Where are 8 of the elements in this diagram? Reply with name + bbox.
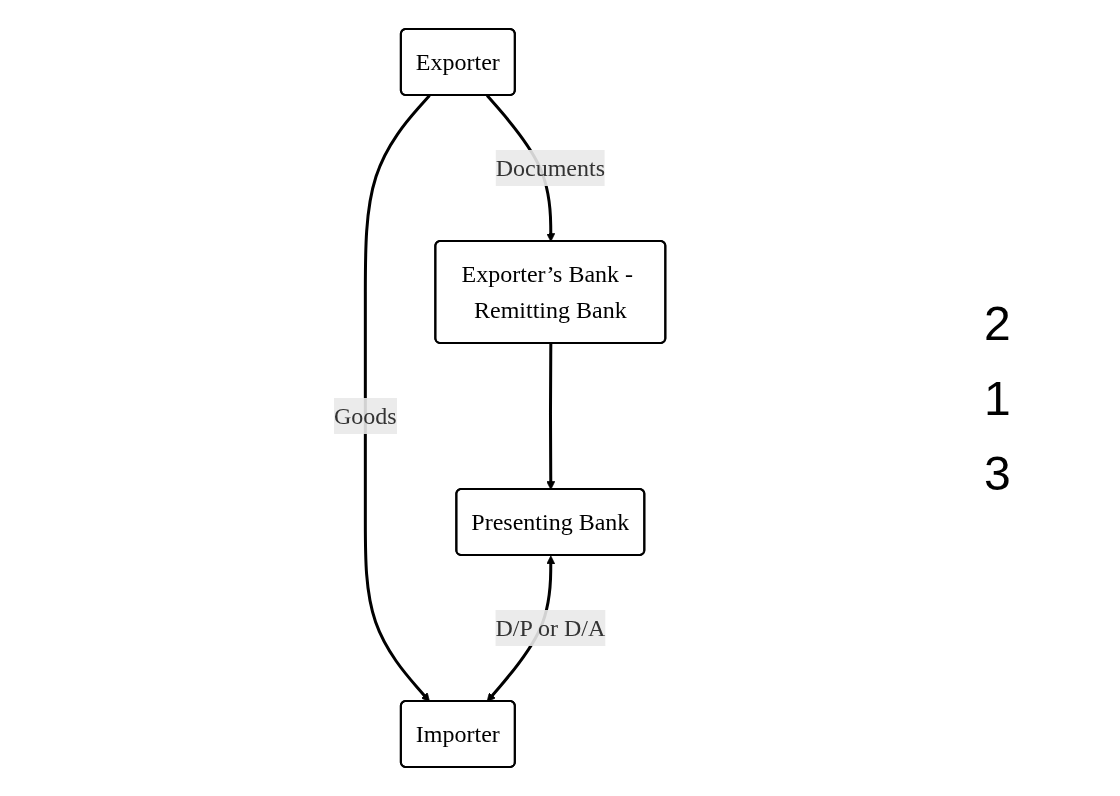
arrow bbox=[364, 94, 431, 702]
arrow bbox=[546, 343, 556, 490]
step-number: 3 bbox=[984, 445, 1012, 501]
step-number: 1 bbox=[984, 370, 1012, 426]
edge-label: Goods bbox=[334, 403, 397, 429]
edge-label: Documents bbox=[496, 155, 606, 182]
edge-label: D/P or D/A bbox=[495, 614, 606, 641]
step-number: 2 bbox=[984, 295, 1012, 351]
